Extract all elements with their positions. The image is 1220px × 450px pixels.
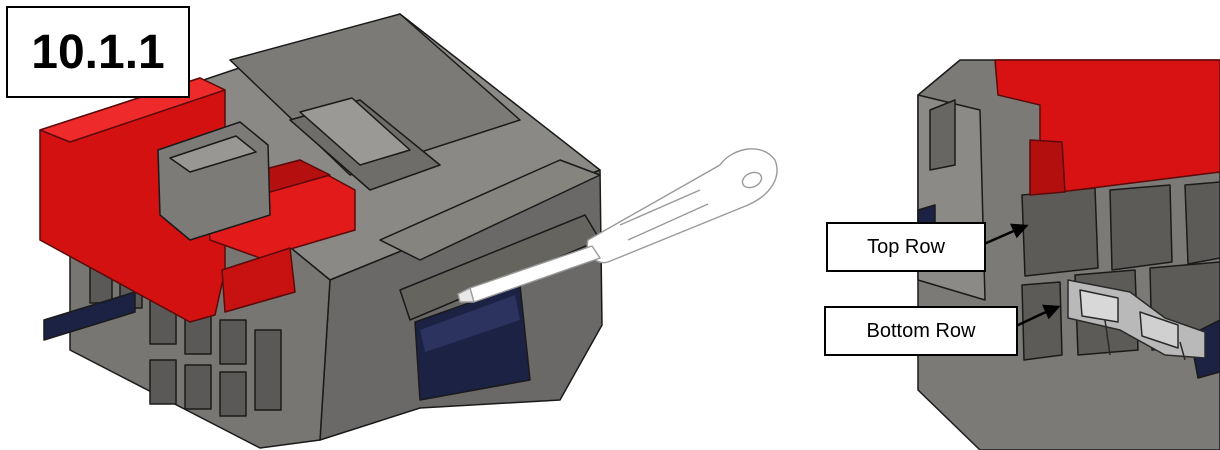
screwdriver-grip-line bbox=[627, 203, 709, 241]
top-row-callout: Top Row bbox=[826, 222, 986, 272]
seal-sleeve-highlight bbox=[420, 295, 520, 352]
red-lock bbox=[39, 77, 356, 323]
screwdriver-handle-hole bbox=[741, 171, 763, 189]
latch-window bbox=[299, 97, 411, 166]
arrow-icon bbox=[983, 223, 1029, 246]
screwdriver-tip bbox=[457, 287, 475, 303]
red-lock-lower bbox=[221, 247, 296, 313]
screwdriver-grip-line bbox=[619, 189, 701, 226]
screwdriver-handle bbox=[586, 148, 778, 264]
top-row-cavities bbox=[1021, 181, 1220, 277]
closeup-red-lock-front bbox=[1029, 139, 1066, 196]
screwdriver-icon bbox=[457, 148, 778, 303]
terminal bbox=[1067, 279, 1206, 361]
bottom-row-callout: Bottom Row bbox=[824, 306, 1018, 356]
arrow-icon bbox=[1015, 304, 1061, 328]
step-number-label: 10.1.1 bbox=[6, 6, 190, 98]
closeup-post bbox=[929, 99, 956, 171]
housing-side-rib bbox=[379, 159, 601, 261]
latch-tower-top bbox=[169, 135, 257, 173]
